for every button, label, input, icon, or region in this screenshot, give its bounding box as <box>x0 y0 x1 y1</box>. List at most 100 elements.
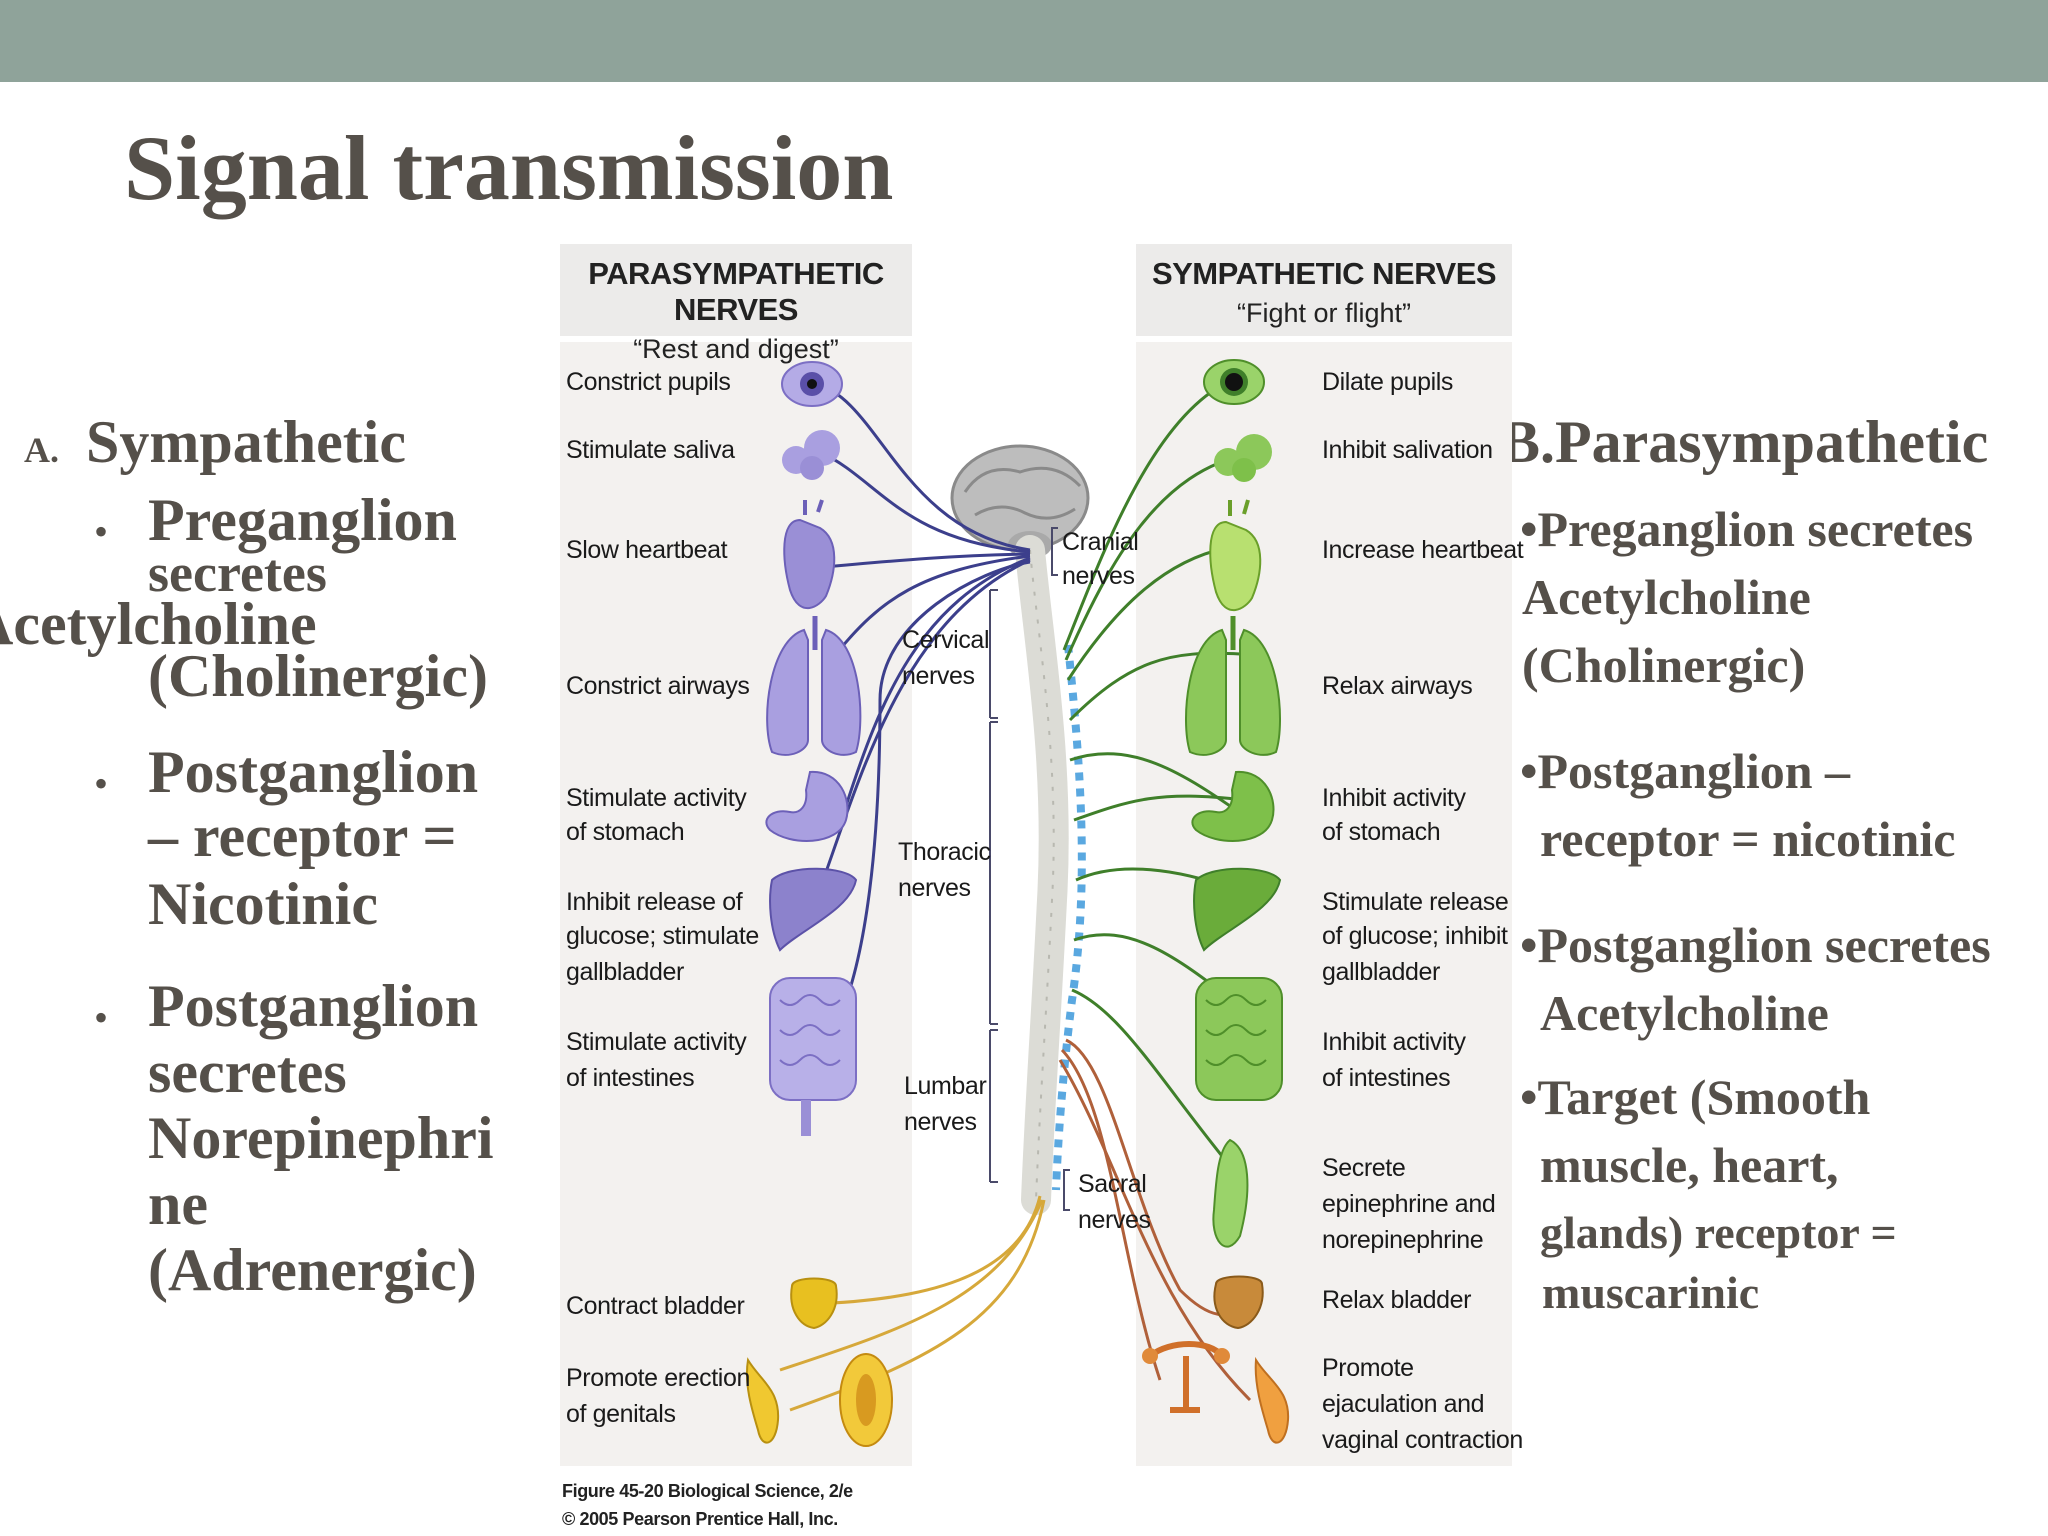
symp-label: norepinephrine <box>1322 1226 1484 1254</box>
symp-salivary-gland-icon <box>1214 434 1272 482</box>
symp-label: Promote <box>1322 1354 1414 1382</box>
lumbar-nerves-label: Lumbar <box>904 1072 987 1100</box>
parasympathetic-panel <box>560 342 912 1466</box>
sympathetic-subtitle: “Fight or flight” <box>1236 298 1412 328</box>
para-liver-icon <box>769 867 858 952</box>
left-b3-line2: secretes <box>148 1039 347 1105</box>
symp-label: gallbladder <box>1322 958 1440 986</box>
symp-label: Inhibit salivation <box>1322 436 1493 464</box>
symp-heart-icon <box>1209 499 1262 612</box>
slide-title: Signal transmission <box>124 117 894 219</box>
para-label: Promote erection <box>566 1364 750 1392</box>
right-r4-line2: muscle, heart, <box>1540 1137 1839 1193</box>
para-label: Constrict pupils <box>566 368 731 396</box>
symp-adrenal-gland-icon <box>1212 1138 1249 1248</box>
figure-credit-line2: © 2005 Pearson Prentice Hall, Inc. <box>562 1508 838 1529</box>
parasympathetic-header: PARASYMPATHETIC NERVES “Rest and digest” <box>560 244 912 364</box>
right-r4-line4: muscarinic <box>1542 1267 1760 1318</box>
para-salivary-gland-icon <box>782 430 840 480</box>
left-b3-line4: ne <box>148 1171 208 1237</box>
left-b1-line2: secretes <box>148 543 327 603</box>
sacral-nerves-label: Sacral <box>1078 1170 1147 1198</box>
left-b1-line4: (Cholinergic) <box>148 643 488 709</box>
top-accent-bar <box>0 0 2048 82</box>
para-label: Stimulate activity <box>566 1028 747 1056</box>
right-r4-line1: •Target (Smooth <box>1520 1069 1871 1125</box>
right-r1-line2: Acetylcholine <box>1522 569 1811 625</box>
symp-reproductive-organs-icon <box>1142 1341 1290 1444</box>
right-r3-line2: Acetylcholine <box>1540 985 1829 1041</box>
para-bladder-icon <box>790 1277 838 1330</box>
para-label: gallbladder <box>566 958 684 986</box>
figure-credit-line1: Figure 45-20 Biological Science, 2/e <box>562 1481 853 1501</box>
right-r2-line1: •Postganglion – <box>1520 743 1851 799</box>
right-r3-line1: •Postganglion secretes <box>1520 917 1991 973</box>
para-label: glucose; stimulate <box>566 922 759 950</box>
para-label: Stimulate saliva <box>566 436 735 464</box>
cervical-nerves-label: Cervical <box>902 626 990 654</box>
symp-label: ejaculation and <box>1322 1390 1485 1418</box>
sympathetic-chain <box>1052 644 1086 1191</box>
symp-label: Inhibit activity <box>1322 1028 1466 1056</box>
cranial-nerves-label: nerves <box>1062 562 1135 590</box>
symp-label: vaginal contraction <box>1322 1426 1523 1454</box>
sympathetic-title: SYMPATHETIC NERVES <box>1151 256 1497 291</box>
cervical-nerves-label: nerves <box>902 662 975 690</box>
left-heading: Sympathetic <box>86 409 406 475</box>
left-heading-letter: A. <box>24 430 59 470</box>
bullet-dot: • <box>94 995 109 1040</box>
symp-stomach-icon <box>1191 770 1275 842</box>
thoracic-nerves-label: nerves <box>898 874 971 902</box>
symp-bladder-icon <box>1213 1275 1264 1330</box>
para-label: Contract bladder <box>566 1292 745 1320</box>
left-b3-line3: Norepinephri <box>148 1105 494 1171</box>
para-lungs-icon <box>766 616 862 756</box>
left-b3-line1: Postganglion <box>148 973 479 1039</box>
right-r2-line2: receptor = nicotinic <box>1540 811 1956 867</box>
sympathetic-header: SYMPATHETIC NERVES “Fight or flight” <box>1136 244 1512 336</box>
symp-label: of intestines <box>1322 1064 1451 1092</box>
para-label: of genitals <box>566 1400 676 1428</box>
symp-eye-icon <box>1203 359 1265 405</box>
symp-label: Relax bladder <box>1322 1286 1472 1314</box>
bullet-dot: • <box>94 509 109 554</box>
parasympathetic-subtitle: “Rest and digest” <box>633 334 839 364</box>
para-label: Slow heartbeat <box>566 536 728 564</box>
para-genitals-icon <box>745 1353 893 1447</box>
para-label: Stimulate activity <box>566 784 747 812</box>
left-b2-line1: Postganglion <box>148 739 479 805</box>
symp-lungs-icon <box>1185 616 1281 756</box>
para-label: Inhibit release of <box>566 888 743 916</box>
left-b3-line5: (Adrenergic) <box>148 1237 477 1303</box>
left-b2-line2: – receptor = <box>148 803 457 869</box>
lumbar-nerves-label: nerves <box>904 1108 977 1136</box>
symp-label: epinephrine and <box>1322 1190 1496 1218</box>
symp-intestines-icon <box>1195 977 1283 1101</box>
symp-label: Increase heartbeat <box>1322 536 1524 564</box>
figure-credit: Figure 45-20 Biological Science, 2/e © 2… <box>562 1478 853 1534</box>
right-r1-line1: •Preganglion secretes <box>1520 501 1974 557</box>
symp-label: of glucose; inhibit <box>1322 922 1508 950</box>
sacral-nerves-label: nerves <box>1078 1206 1151 1234</box>
left-b2-line3: Nicotinic <box>148 871 378 937</box>
para-eye-icon <box>781 361 843 407</box>
para-label: Constrict airways <box>566 672 750 700</box>
symp-label: of stomach <box>1322 818 1441 846</box>
symp-label: Relax airways <box>1322 672 1473 700</box>
right-heading: B.Parasympathetic <box>1500 409 1989 475</box>
symp-label: Stimulate release <box>1322 888 1509 916</box>
left-b1-line3: Acetylcholine <box>0 591 317 657</box>
para-intestines-icon <box>769 977 857 1136</box>
symp-liver-icon <box>1193 867 1282 952</box>
symp-label: Secrete <box>1322 1154 1406 1182</box>
symp-label: Dilate pupils <box>1322 368 1453 396</box>
para-label: of stomach <box>566 818 685 846</box>
thoracic-nerves-label: Thoracic <box>898 838 991 866</box>
nerve-brackets <box>989 527 1070 1211</box>
spinal-cord <box>1015 535 1069 1215</box>
cranial-nerves-label: Cranial <box>1062 528 1139 556</box>
right-r4-line3: glands) receptor = <box>1540 1207 1897 1258</box>
para-stomach-icon <box>765 770 849 842</box>
para-heart-icon <box>783 499 836 610</box>
